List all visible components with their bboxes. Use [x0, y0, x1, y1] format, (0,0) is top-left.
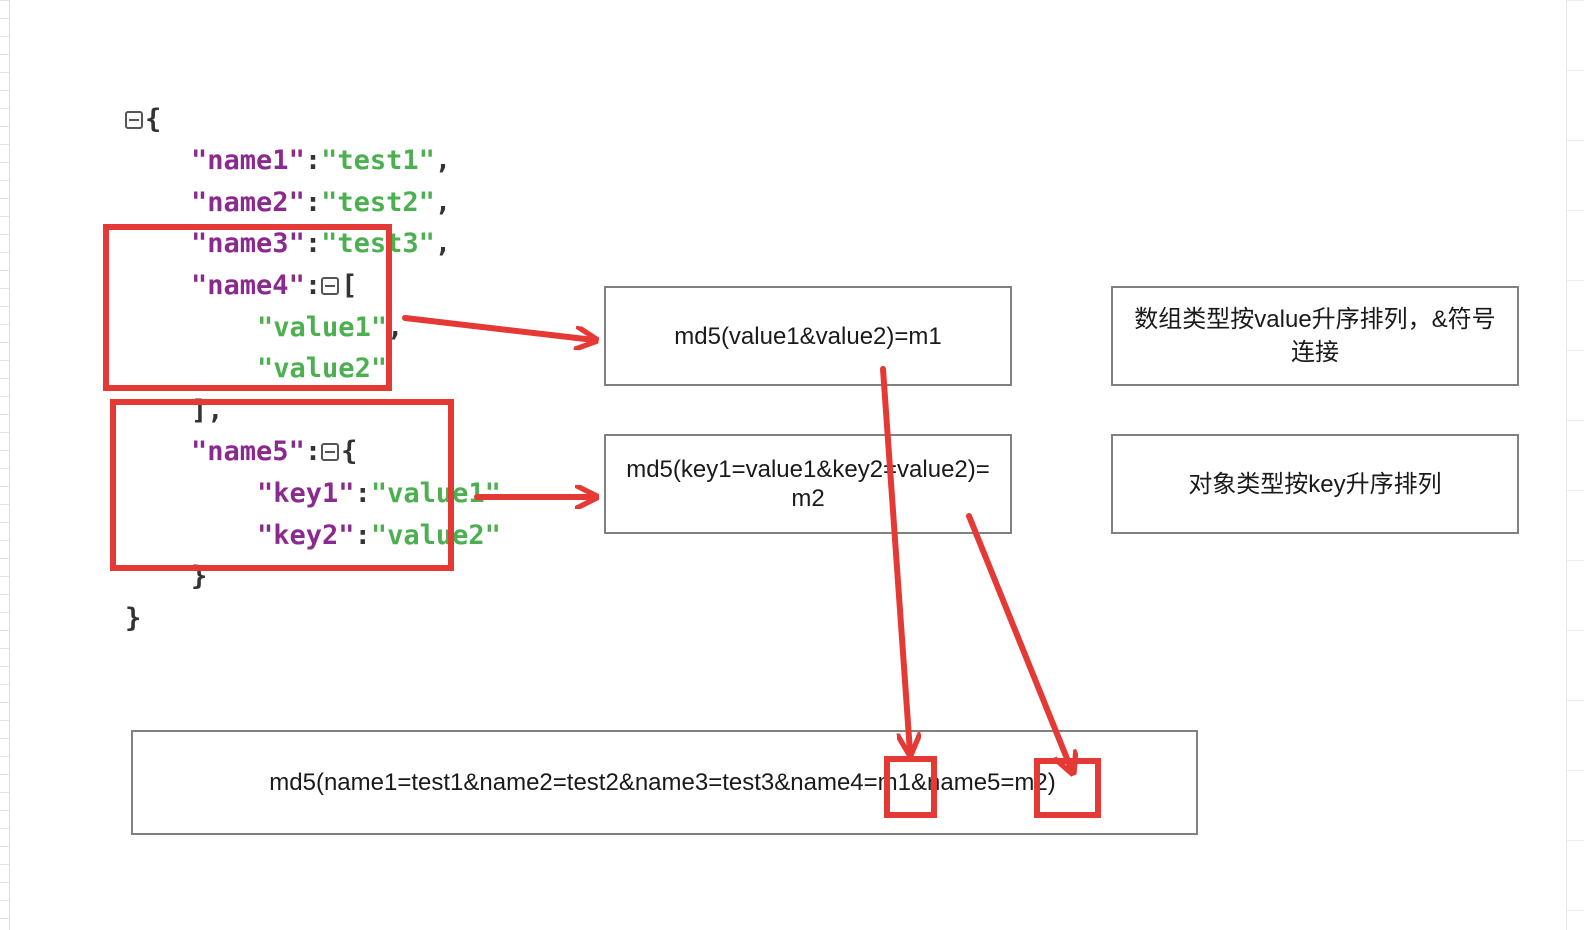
colon: :: [304, 269, 322, 301]
arrow-icon: [966, 513, 1072, 771]
highlight-m1: [884, 756, 937, 818]
bracket-open: [: [341, 269, 358, 301]
md5-array-text: md5(value1&value2)=m1: [674, 322, 942, 350]
left-ruler: [0, 0, 10, 930]
brace-open: {: [341, 436, 358, 468]
json-entry-name3: "name3":"test3",: [126, 182, 451, 259]
json-value: "value1": [370, 477, 501, 509]
json-object-item: "key1":"value1": [192, 431, 501, 509]
md5-object-box: md5(key1=value1&key2=value2)= m2: [604, 434, 1012, 534]
json-key: "name5": [191, 436, 305, 468]
right-edge: [1566, 0, 1584, 930]
json-entry-name5: "name5": {: [126, 390, 357, 467]
colon: :: [304, 145, 322, 177]
json-key: "name4": [191, 269, 305, 301]
collapse-toggle-icon[interactable]: [125, 110, 144, 129]
json-array-item: "value2": [192, 307, 387, 384]
note-object-box: 对象类型按key升序排列: [1111, 434, 1519, 534]
md5-object-text: md5(key1=value1&key2=value2)= m2: [626, 456, 990, 512]
arrow-icon: [880, 366, 910, 752]
md5-array-box: md5(value1&value2)=m1: [604, 286, 1012, 386]
json-value: "test2": [321, 186, 435, 218]
json-viewer: { "name1":"test1", "name2":"test2", "nam…: [60, 57, 501, 634]
json-object-item: "key2":"value2": [192, 473, 501, 551]
json-key: "name1": [191, 145, 305, 177]
json-value: "value2": [257, 353, 388, 385]
json-value: "value2": [370, 519, 501, 551]
comma: ,: [434, 145, 452, 177]
note-array-box: 数组类型按value升序排列，&符号 连接: [1111, 286, 1519, 386]
arrow-icon: [402, 315, 594, 340]
highlight-name4-array: [103, 224, 392, 391]
json-root-close-line: }: [60, 556, 141, 634]
colon: :: [354, 477, 371, 509]
json-key: "name2": [191, 186, 305, 218]
colon: :: [304, 228, 322, 260]
colon: :: [304, 436, 322, 468]
comma: ,: [434, 186, 452, 218]
note-array-text: 数组类型按value升序排列，&符号 连接: [1134, 306, 1496, 366]
note-object-text: 对象类型按key升序排列: [1188, 470, 1442, 498]
md5-final-box: md5(name1=test1&name2=test2&name3=test3&…: [131, 730, 1198, 835]
json-entry-name1: "name1":"test1",: [126, 99, 451, 176]
json-value: "test3": [321, 228, 435, 260]
collapse-toggle-icon[interactable]: [321, 276, 340, 295]
brace-close: }: [125, 602, 142, 634]
md5-final-text: md5(name1=test1&name2=test2&name3=test3&…: [269, 769, 1056, 796]
json-entry-name4: "name4": [: [126, 223, 357, 301]
json-key: "name3": [191, 228, 305, 260]
colon: :: [304, 186, 322, 218]
highlight-name5-object: [110, 399, 454, 571]
json-root-open-line: {: [60, 57, 161, 135]
json-value: "value1": [257, 311, 388, 343]
json-entry-name2: "name2":"test2",: [126, 140, 451, 218]
json-value: "test1": [321, 145, 435, 177]
comma: ,: [434, 228, 452, 260]
brace-open: {: [145, 103, 162, 135]
colon: :: [354, 519, 371, 551]
json-key: "key1": [257, 477, 355, 509]
json-key: "key2": [257, 519, 355, 551]
collapse-toggle-icon[interactable]: [321, 443, 340, 462]
